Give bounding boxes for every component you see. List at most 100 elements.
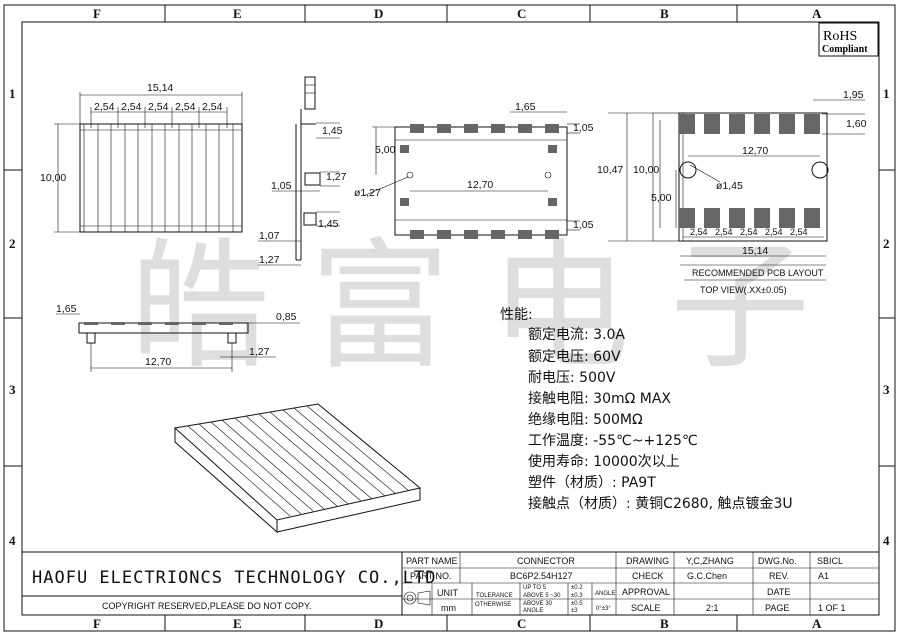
drawing-value: Y,C,ZHANG xyxy=(686,556,734,566)
zone-col-label: A xyxy=(812,6,822,21)
part-name-label: PART NAME xyxy=(406,556,458,566)
dim-pitch: 2,54 xyxy=(202,101,223,113)
dim-bottom-d2: 0,85 xyxy=(276,311,297,323)
dim-pcb-total-h: 10,47 xyxy=(597,164,623,176)
zone-col-label: F xyxy=(93,616,101,631)
dim-pcb-inner-h: 10,00 xyxy=(633,164,659,176)
page-label: PAGE xyxy=(765,603,789,613)
pcb-layout-title: RECOMMENDED PCB LAYOUT xyxy=(692,268,824,278)
spec-line: 绝缘电阻: 500MΩ xyxy=(528,412,643,428)
tolerance-label: TOLERANCE xyxy=(476,593,513,599)
tol-row: ABOVE 30 xyxy=(523,601,553,607)
zone-col-label: E xyxy=(233,616,242,631)
spec-line: 使用寿命: 10000次以上 xyxy=(528,453,680,470)
dim-pcb-overall: 15,14 xyxy=(742,245,768,257)
angle-header: ANGLE xyxy=(595,591,615,597)
tol-row: UP TO 5 xyxy=(523,585,547,591)
specs-heading: 性能: xyxy=(500,307,533,323)
dim-pcb-pad-h: 1,60 xyxy=(846,118,867,130)
rev-value: A1 xyxy=(818,571,829,581)
dim-top-hole: ø1,27 xyxy=(354,187,381,199)
dim-top-height: 5,00 xyxy=(375,144,396,156)
dwg-label: DWG.No. xyxy=(758,556,797,566)
top-view: 1,65 1,05 5,00 12,70 ø1,27 1,05 xyxy=(354,101,594,239)
tol-row-angle: ANGLE xyxy=(523,608,543,614)
dim-top-span: 12,70 xyxy=(467,179,493,191)
zone-row-label: 4 xyxy=(883,533,890,548)
part-name-value: CONNECTOR xyxy=(517,556,575,566)
zone-col-label: E xyxy=(233,6,242,21)
drawing-label: DRAWING xyxy=(626,556,669,566)
bottom-side-view: 1,65 0,85 12,70 1,27 xyxy=(56,303,300,372)
zone-row-label: 2 xyxy=(883,236,890,251)
dim-side-d1: 1,45 xyxy=(322,125,343,137)
zone-col-label: D xyxy=(374,616,383,631)
zone-col-label: A xyxy=(812,616,822,631)
spec-line: 额定电流: 3.0A xyxy=(528,327,625,343)
check-value: G.C.Chen xyxy=(687,571,727,581)
tol-val-angle: ±3 xyxy=(571,608,578,614)
zone-row-label: 2 xyxy=(9,236,16,251)
otherwise-label: OTHERWISE xyxy=(475,602,511,608)
zone-row-label: 3 xyxy=(883,382,890,397)
dim-top-upper: 1,05 xyxy=(573,122,594,134)
pcb-layout-view: 1,95 1,60 10,47 10,00 12,70 ø1,45 5,00 2… xyxy=(597,89,867,295)
spec-line: 塑件（材质）: PA9T xyxy=(528,475,656,491)
copyright: COPYRIGHT RESERVED,PLEASE DO NOT COPY. xyxy=(102,601,311,611)
zone-col-label: D xyxy=(374,6,383,21)
dim-height: 10,00 xyxy=(40,172,66,184)
scale-value: 2:1 xyxy=(706,603,719,613)
dim-bottom-d1: 1,65 xyxy=(56,303,77,315)
dim-top-pitch: 1,65 xyxy=(515,101,536,113)
dim-overall-width: 15,14 xyxy=(147,82,173,94)
dim-side-d5: 1,07 xyxy=(259,230,280,242)
dim-bottom-d4: 1,27 xyxy=(249,346,270,358)
dim-pitch: 2,54 xyxy=(121,101,142,113)
dim-pitch: 2,54 xyxy=(148,101,169,113)
spec-line: 接触电阻: 30mΩ MAX xyxy=(528,390,671,407)
dim-side-d6: 1,27 xyxy=(259,254,280,266)
isometric-view xyxy=(173,403,422,534)
dim-pcb-hole: ø1,45 xyxy=(716,180,743,192)
front-view: 15,14 2,54 2,54 2,54 2,54 2,54 10,00 xyxy=(40,82,243,233)
zone-col-label: B xyxy=(660,616,669,631)
tol-val: ±0.3 xyxy=(571,593,583,599)
rohs-subtitle: Compliant xyxy=(822,44,868,55)
tol-val: ±0.5 xyxy=(571,601,583,607)
pcb-layout-subtitle: TOP VIEW(.XX±0.05) xyxy=(700,285,787,295)
dim-pcb-pitch: 2,54 xyxy=(690,227,708,237)
dim-pitch: 2,54 xyxy=(175,101,196,113)
approval-label: APPROVAL xyxy=(622,587,670,597)
zone-col-label: B xyxy=(660,6,669,21)
check-label: CHECK xyxy=(632,571,664,581)
dim-pcb-pad-w: 1,95 xyxy=(843,89,864,101)
zone-row-label: 3 xyxy=(9,382,16,397)
part-no-value: BC6P2.54H127 xyxy=(510,571,573,581)
dim-bottom-d3: 12,70 xyxy=(145,356,171,368)
dim-pcb-pitch: 2,54 xyxy=(740,227,758,237)
unit-value: mm xyxy=(441,603,456,613)
zone-row-label: 1 xyxy=(9,86,16,101)
part-no-label: PART NO. xyxy=(410,571,452,581)
dim-pitch: 2,54 xyxy=(94,101,115,113)
dim-pcb-pitch: 2,54 xyxy=(765,227,783,237)
zone-col-label: F xyxy=(93,6,101,21)
zone-col-label: C xyxy=(517,616,526,631)
spec-line: 额定电压: 60V xyxy=(528,349,621,365)
dim-pcb-pitch: 2,54 xyxy=(790,227,808,237)
angle-tolerance: 0°±3° xyxy=(596,606,611,612)
rohs-badge: RoHS Compliant xyxy=(818,22,879,57)
dim-side-d4: 1,45 xyxy=(318,218,339,230)
scale-label: SCALE xyxy=(631,603,661,613)
zone-row-label: 4 xyxy=(9,533,16,548)
zone-row-label: 1 xyxy=(883,86,890,101)
rohs-title: RoHS xyxy=(823,29,857,44)
tol-val: ±0.2 xyxy=(571,585,583,591)
tol-row: ABOVE 5 ~30 xyxy=(523,593,561,599)
watermark: 皓富电子 xyxy=(130,226,850,389)
title-block: HAOFU ELECTRIONCS TECHNOLOGY CO.,LTD COP… xyxy=(21,551,880,616)
date-label: DATE xyxy=(767,587,790,597)
spec-line: 耐电压: 500V xyxy=(528,370,616,386)
spec-line: 接触点（材质）: 黄铜C2680, 触点镀金3U xyxy=(528,495,793,512)
